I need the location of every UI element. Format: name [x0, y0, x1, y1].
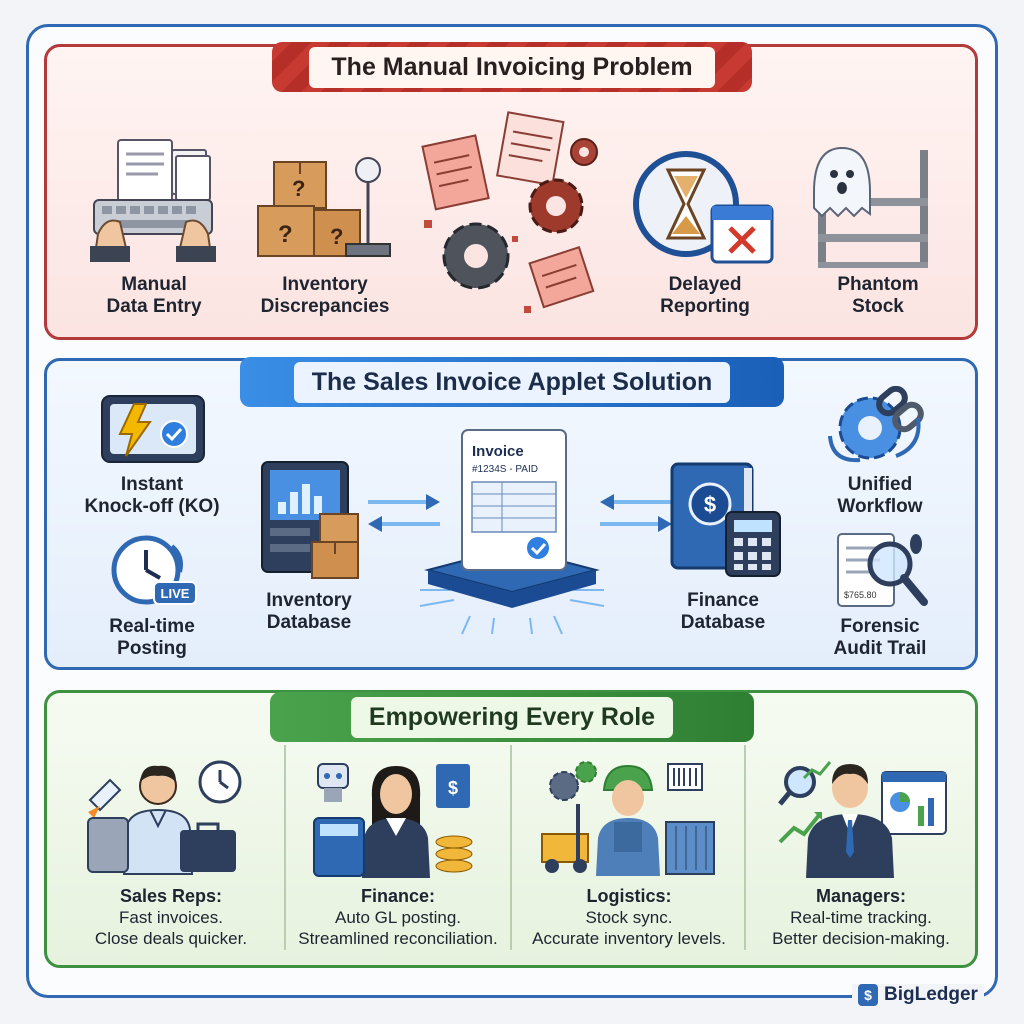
solution-item-label: Workflow	[837, 496, 923, 517]
keyboard-typing-icon	[90, 139, 216, 262]
problem-item-label: Reporting	[660, 296, 750, 317]
solution-item-label: Unified	[847, 474, 913, 495]
brand-name: BigLedger	[884, 984, 978, 1005]
role-line: Close deals quicker.	[94, 929, 248, 948]
role-line: Auto GL posting.	[334, 908, 461, 927]
svg-text:?: ?	[292, 176, 305, 201]
ghost-shelf-icon	[813, 146, 928, 268]
role-divider	[744, 745, 746, 950]
role-line: Real-time tracking.	[790, 908, 932, 927]
brand-logo: $ BigLedger	[852, 984, 984, 1006]
role-finance: Finance: Auto GL posting. Streamlined reco…	[282, 886, 514, 949]
solution-item-label: Posting	[117, 638, 187, 659]
solution-item-label: Inventory	[266, 590, 352, 611]
clock-live-icon: LIVE	[111, 535, 197, 605]
logistics-role-icon	[541, 761, 715, 876]
sync-arrows-right-icon	[600, 494, 672, 532]
dollar-square-icon: $	[858, 984, 878, 1006]
role-managers: Managers: Real-time tracking. Better decis…	[748, 886, 974, 949]
problem-item-label: Discrepancies	[260, 296, 390, 317]
broken-gears-icon	[421, 111, 598, 313]
sales-rep-icon	[87, 760, 242, 875]
manager-role-icon	[778, 761, 947, 878]
problem-item-label: Phantom	[837, 274, 919, 295]
boxes-scale-icon: ? ? ?	[257, 157, 391, 257]
problem-banner: The Manual Invoicing Problem	[272, 42, 752, 92]
problem-item-label: Data Entry	[106, 296, 202, 317]
solution-banner: The Sales Invoice Applet Solution	[240, 357, 784, 407]
role-title: Sales Reps:	[119, 886, 223, 906]
invoice-number: #1234S - PAID	[472, 464, 538, 475]
roles-title: Empowering Every Role	[350, 696, 674, 738]
solution-item-label: Audit Trail	[833, 638, 927, 659]
solution-item-label: Database	[680, 612, 766, 633]
role-title: Logistics:	[586, 886, 672, 906]
hourglass-calendar-icon	[633, 151, 774, 264]
role-line: Accurate inventory levels.	[532, 929, 726, 948]
problem-item-label: Delayed	[668, 274, 742, 295]
problem-title: The Manual Invoicing Problem	[309, 46, 715, 88]
audit-amount: $765.80	[844, 590, 877, 600]
svg-text:$: $	[448, 778, 458, 798]
ledger-calculator-icon: $	[670, 462, 781, 577]
roles-banner: Empowering Every Role	[270, 692, 754, 742]
solution-item-label: Real-time	[109, 616, 195, 637]
magnifier-document-icon: $765.80	[837, 533, 928, 607]
problem-item-label: Stock	[852, 296, 904, 317]
problem-item-label: Manual	[121, 274, 187, 295]
role-divider	[284, 745, 286, 950]
role-logistics: Logistics: Stock sync. Accurate inventory …	[514, 886, 744, 949]
solution-item-label: Instant	[120, 474, 184, 495]
finance-role-icon: $	[313, 763, 473, 878]
svg-text:?: ?	[330, 224, 343, 249]
role-sales-reps: Sales Reps: Fast invoices. Close deals qui…	[66, 886, 276, 949]
role-title: Finance:	[360, 886, 435, 906]
solution-item-label: Finance	[687, 590, 759, 611]
invoice-label: Invoice	[472, 443, 524, 460]
server-boxes-icon	[261, 461, 359, 579]
solution-title: The Sales Invoice Applet Solution	[293, 361, 731, 403]
solution-item-label: Knock-off (KO)	[84, 496, 220, 517]
role-title: Managers:	[815, 886, 907, 906]
svg-text:?: ?	[278, 221, 293, 248]
role-line: Fast invoices.	[119, 908, 223, 927]
lightning-tablet-icon	[101, 395, 205, 463]
solution-item-label: Database	[266, 612, 352, 633]
role-line: Streamlined reconciliation.	[298, 929, 498, 948]
chain-gear-icon	[828, 386, 924, 463]
role-divider	[510, 745, 512, 950]
role-line: Better decision-making.	[772, 929, 950, 948]
svg-text:$: $	[704, 492, 716, 517]
role-line: Stock sync.	[585, 908, 673, 927]
solution-item-label: Forensic	[840, 616, 920, 637]
invoice-chip-icon: Invoice #1234S - PAID	[419, 429, 605, 635]
sync-arrows-left-icon	[368, 494, 440, 532]
problem-item-label: Inventory	[282, 274, 368, 295]
live-badge: LIVE	[161, 586, 190, 601]
